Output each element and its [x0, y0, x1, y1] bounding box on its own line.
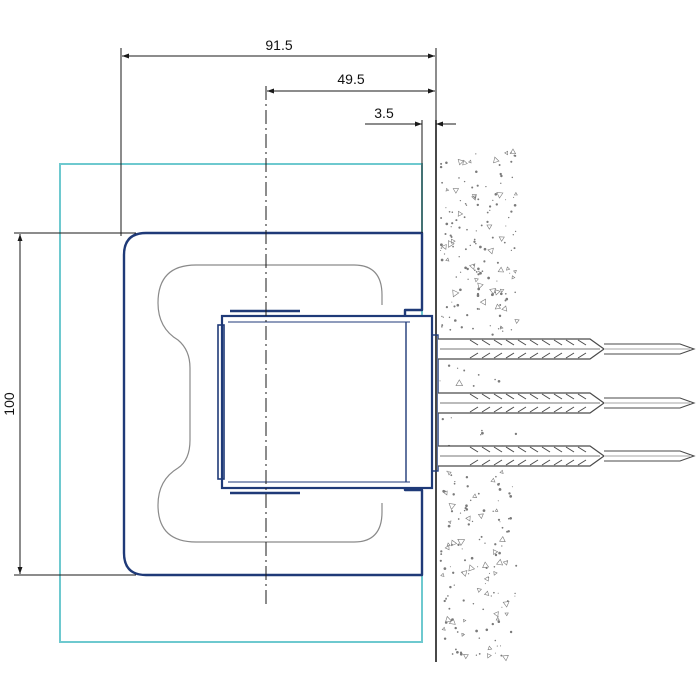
dimension-label-overall-width: 91.5 [265, 37, 292, 53]
clamp-block [217, 309, 439, 495]
u-profile-outer [122, 231, 424, 577]
dimension-label-height: 100 [1, 392, 17, 416]
dimension-label-centerline-to-wall: 49.5 [337, 71, 364, 87]
wall-anchors [438, 338, 696, 467]
dimension-wall-gap: 3.5 [365, 105, 456, 233]
u-profile-inner-channel [157, 264, 383, 543]
wall [435, 120, 520, 662]
dimension-label-wall-gap: 3.5 [374, 105, 394, 121]
dimension-height: 100 [1, 232, 136, 576]
dimension-centerline-to-wall: 49.5 [267, 71, 435, 94]
dimension-overall-width: 91.5 [120, 37, 437, 236]
